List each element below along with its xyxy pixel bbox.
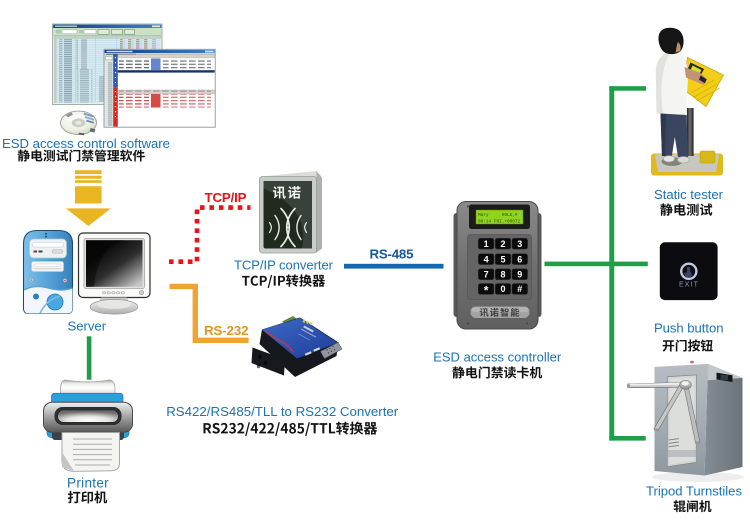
svg-text:Static tester: Static tester: [654, 187, 724, 202]
svg-text:#: #: [517, 284, 522, 294]
svg-text:TCP/IP: TCP/IP: [205, 190, 247, 205]
svg-text:ESD access controller: ESD access controller: [433, 350, 562, 365]
svg-text:*: *: [484, 284, 489, 298]
svg-text:Mary HOLE,#: Mary HOLE,#: [478, 213, 518, 218]
svg-text:0: 0: [500, 284, 505, 294]
svg-text:2: 2: [500, 239, 505, 249]
svg-text:09:14 FRI.+00072: 09:14 FRI.+00072: [478, 219, 521, 224]
svg-text:Server: Server: [68, 319, 107, 334]
svg-text:RS-485: RS-485: [370, 246, 415, 261]
svg-text:8: 8: [500, 269, 505, 279]
svg-text:1: 1: [484, 239, 489, 249]
svg-text:Printer: Printer: [67, 475, 109, 490]
svg-text:RS422/RS485/TLL to RS232 Conve: RS422/RS485/TLL to RS232 Converter: [166, 404, 399, 419]
svg-text:ESD access control software: ESD access control software: [2, 136, 170, 151]
svg-text:7: 7: [484, 269, 489, 279]
svg-text:EXIT: EXIT: [679, 282, 699, 289]
svg-text:RS-232: RS-232: [204, 323, 249, 338]
svg-text:4: 4: [484, 254, 489, 264]
svg-text:6: 6: [517, 254, 522, 264]
svg-text:TCP/IP converter: TCP/IP converter: [234, 257, 334, 272]
svg-text:3: 3: [517, 239, 522, 249]
svg-text:5: 5: [500, 254, 505, 264]
svg-text:Tripod Turnstiles: Tripod Turnstiles: [646, 483, 742, 498]
svg-text:9: 9: [517, 269, 522, 279]
svg-text:Push button: Push button: [654, 321, 724, 336]
